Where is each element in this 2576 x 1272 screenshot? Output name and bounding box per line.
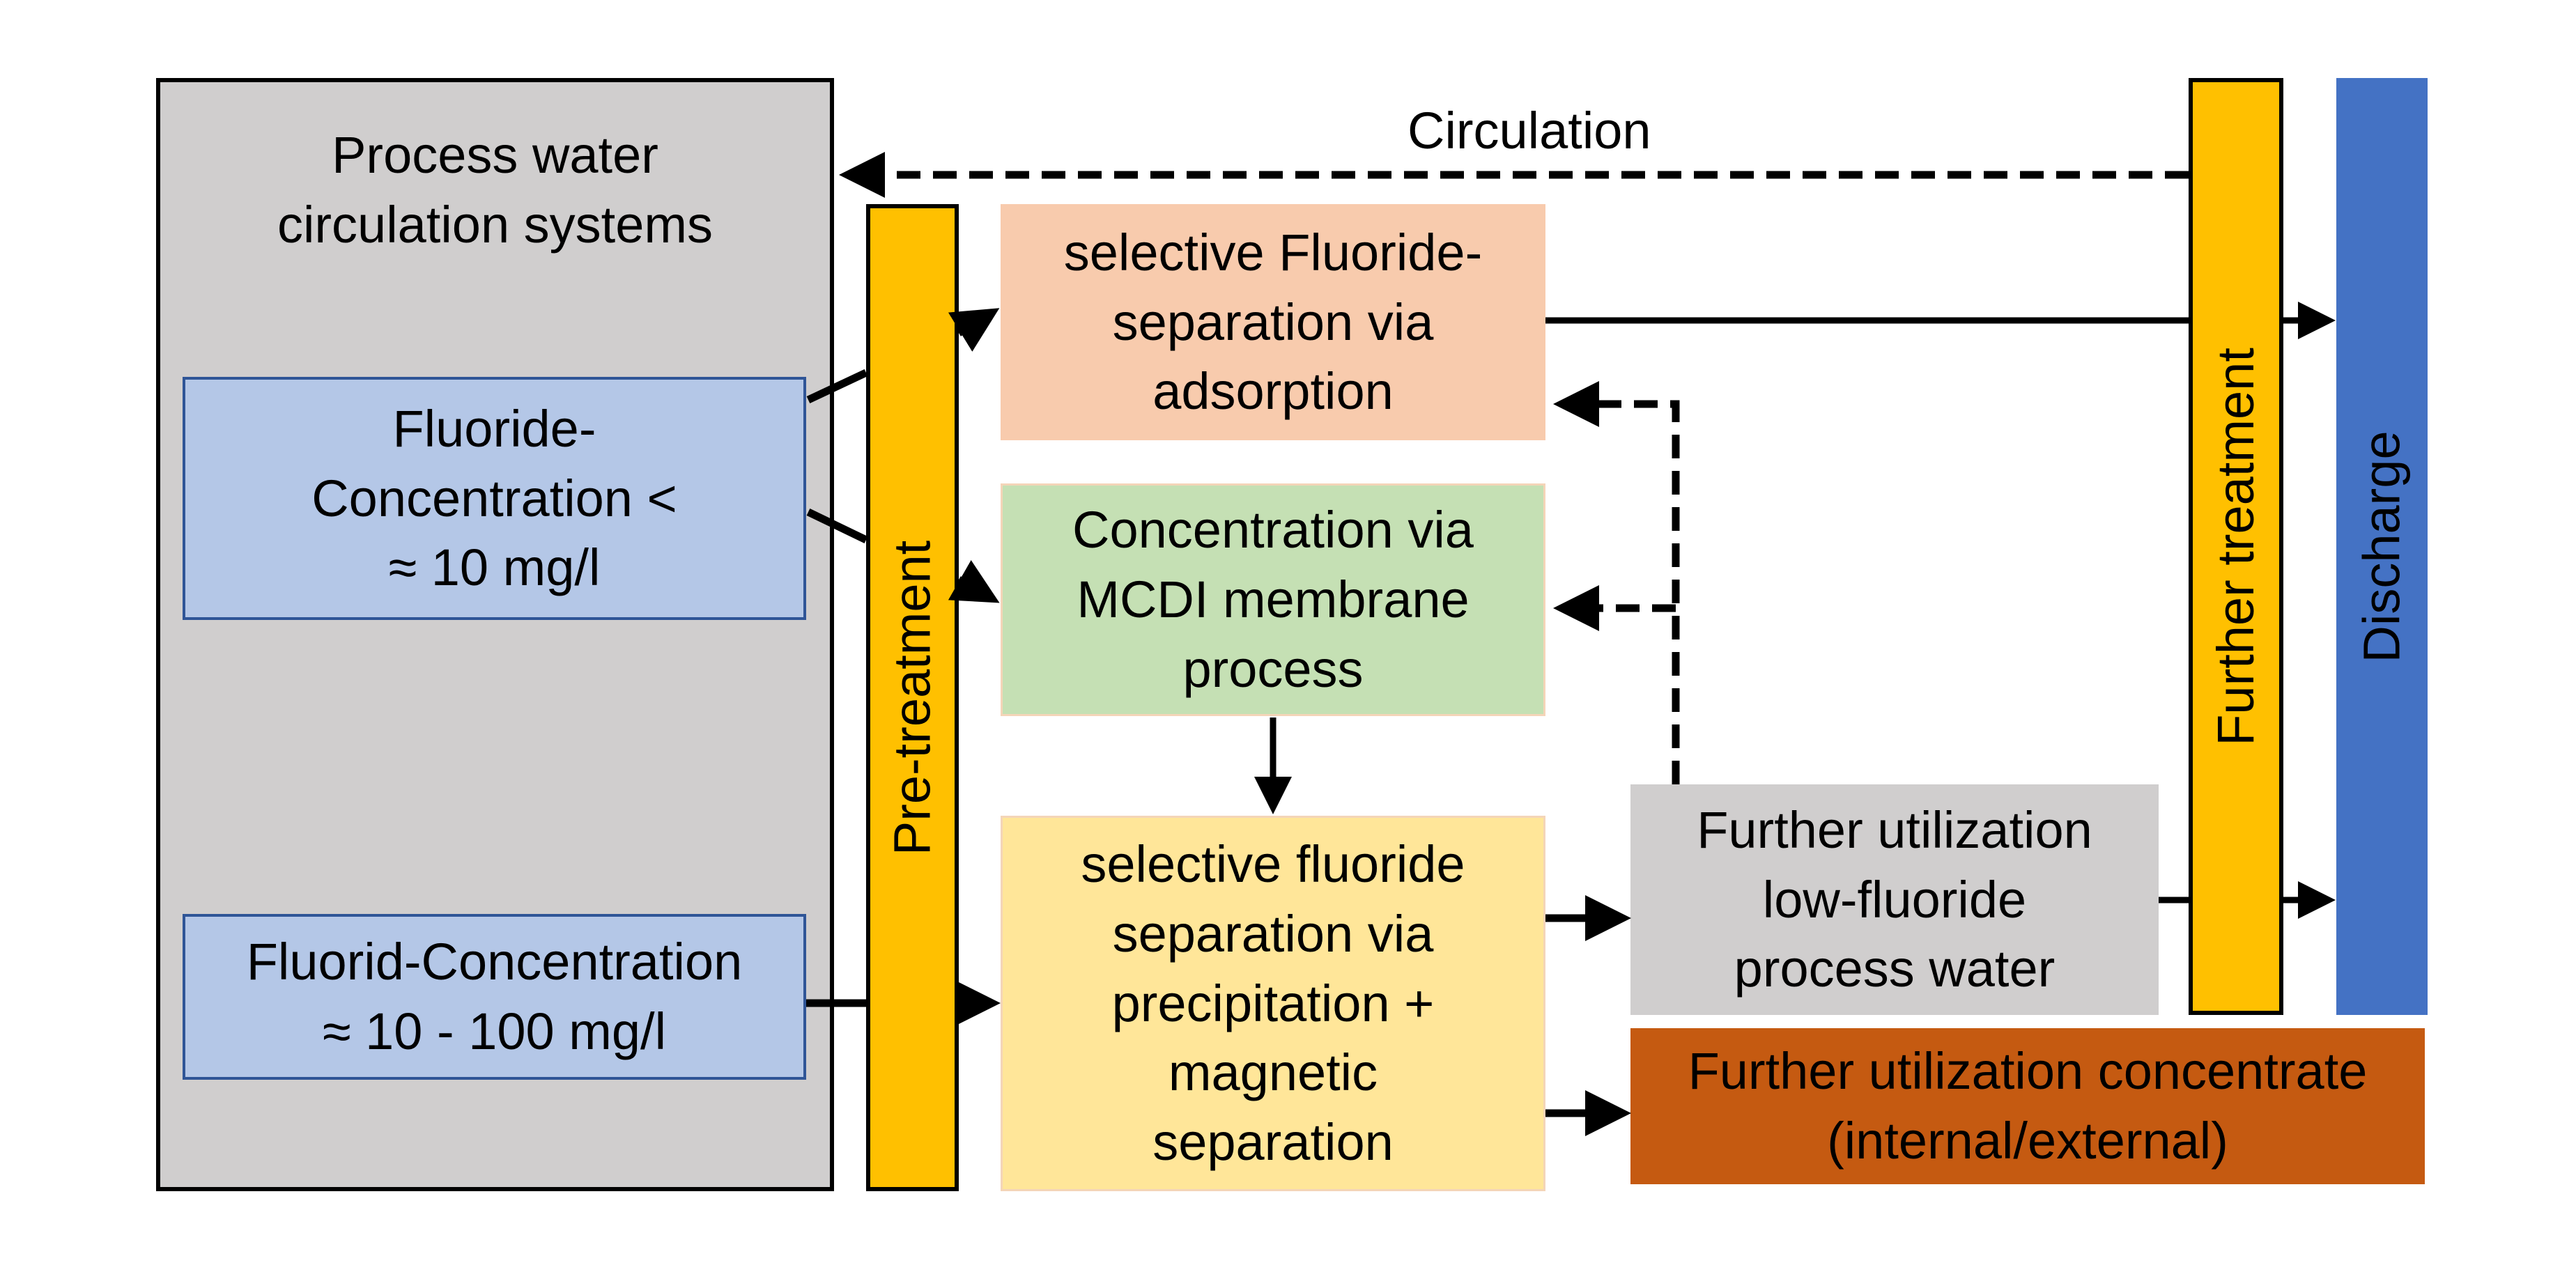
low-fluoride-utilization-box: Further utilization low-fluoride process… [1630, 784, 2159, 1015]
low-fluoride-utilization-label: Further utilization low-fluoride process… [1697, 800, 2092, 998]
further-treatment-bar: Further treatment [2189, 78, 2283, 1015]
input1-to-pretreatment-lower [806, 509, 868, 543]
concentrate-utilization-box: Further utilization concentrate (interna… [1630, 1028, 2425, 1184]
low-fluoride-recycle-line [1553, 381, 1680, 784]
adsorption-process-label: selective Fluoride- separation via adsor… [1063, 223, 1483, 421]
circulation-label: Circulation [1407, 102, 1651, 160]
concentrate-utilization-label: Further utilization concentrate (interna… [1688, 1042, 2368, 1170]
pretreatment-to-adsorption-arrow [948, 308, 1000, 352]
adsorption-process-box: selective Fluoride- separation via adsor… [1001, 204, 1545, 440]
pretreatment-to-mcdi-arrow [948, 560, 1000, 603]
fluoride-low-concentration-label: Fluoride- Concentration < ≈ 10 mg/l [311, 399, 677, 597]
discharge-bar: Discharge [2336, 78, 2428, 1015]
precipitation-process-box: selective fluoride separation via precip… [1001, 816, 1545, 1191]
precipitation-process-label: selective fluoride separation via precip… [1081, 835, 1465, 1172]
mcdi-process-box: Concentration via MCDI membrane process [1001, 483, 1545, 716]
fluoride-high-concentration-label: Fluorid-Concentration ≈ 10 - 100 mg/l [246, 933, 743, 1060]
pretreatment-bar: Pre-treatment [866, 204, 959, 1191]
fluoride-low-concentration-box: Fluoride- Concentration < ≈ 10 mg/l [183, 377, 806, 620]
fluoride-high-concentration-box: Fluorid-Concentration ≈ 10 - 100 mg/l [183, 914, 806, 1080]
mcdi-process-label: Concentration via MCDI membrane process [1072, 501, 1474, 698]
input1-to-pretreatment-upper [806, 369, 868, 403]
process-water-circulation-label: Process water circulation systems [277, 126, 714, 254]
